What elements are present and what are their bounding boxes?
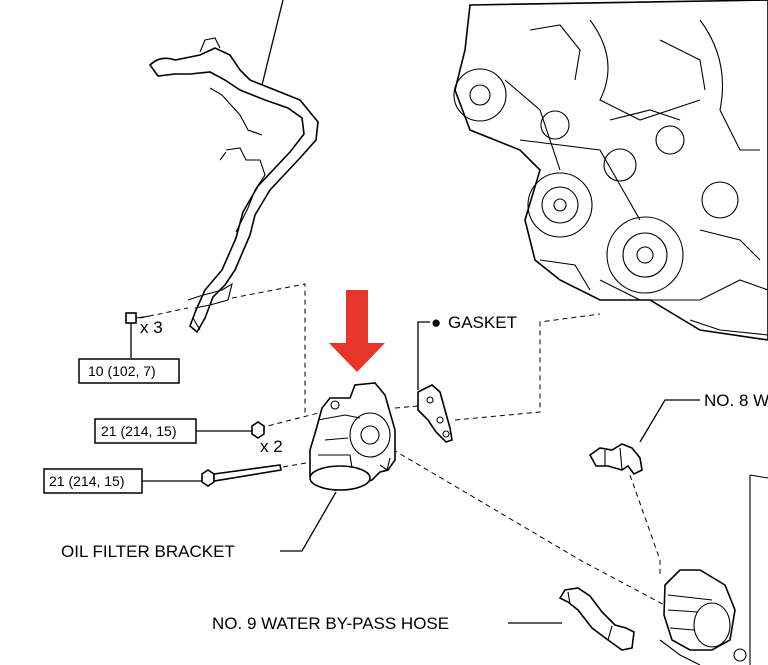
- stud-bolt: [201, 464, 282, 487]
- leader-lines: [130, 321, 700, 624]
- torque-spec-upper-bolt: 10 (102, 7): [88, 363, 156, 379]
- no9-hose-part: [558, 587, 635, 651]
- oil-filter-bracket-label: OIL FILTER BRACKET: [61, 542, 235, 561]
- red-arrow-icon: [329, 290, 385, 372]
- oil-filter-bracket-part: [309, 382, 396, 491]
- torque-spec-stud-bolt: 21 (214, 15): [49, 473, 125, 489]
- engine-assembly: [453, 0, 768, 341]
- no8-hose-part: [588, 443, 643, 476]
- torque-box-stud-bolt: 21 (214, 15): [43, 468, 143, 494]
- torque-spec-nut: 21 (214, 15): [101, 423, 177, 439]
- pipe-right: [749, 474, 768, 665]
- torque-box-nut: 21 (214, 15): [94, 418, 197, 444]
- no9-hose-label: NO. 9 WATER BY-PASS HOSE: [212, 614, 449, 633]
- torque-box-upper-bolt: 10 (102, 7): [78, 358, 180, 384]
- water-pipe-assembly: [148, 0, 319, 334]
- upper-bolt-quantity: x 3: [140, 318, 163, 337]
- gasket-part: [417, 384, 453, 443]
- oil-cooler-part: [659, 569, 747, 665]
- gasket-label: GASKET: [448, 313, 517, 332]
- nut-quantity: x 2: [260, 437, 283, 456]
- gasket-marker-icon: ●: [431, 313, 441, 332]
- nut: [251, 421, 265, 439]
- no8-hose-label: NO. 8 W: [704, 391, 768, 410]
